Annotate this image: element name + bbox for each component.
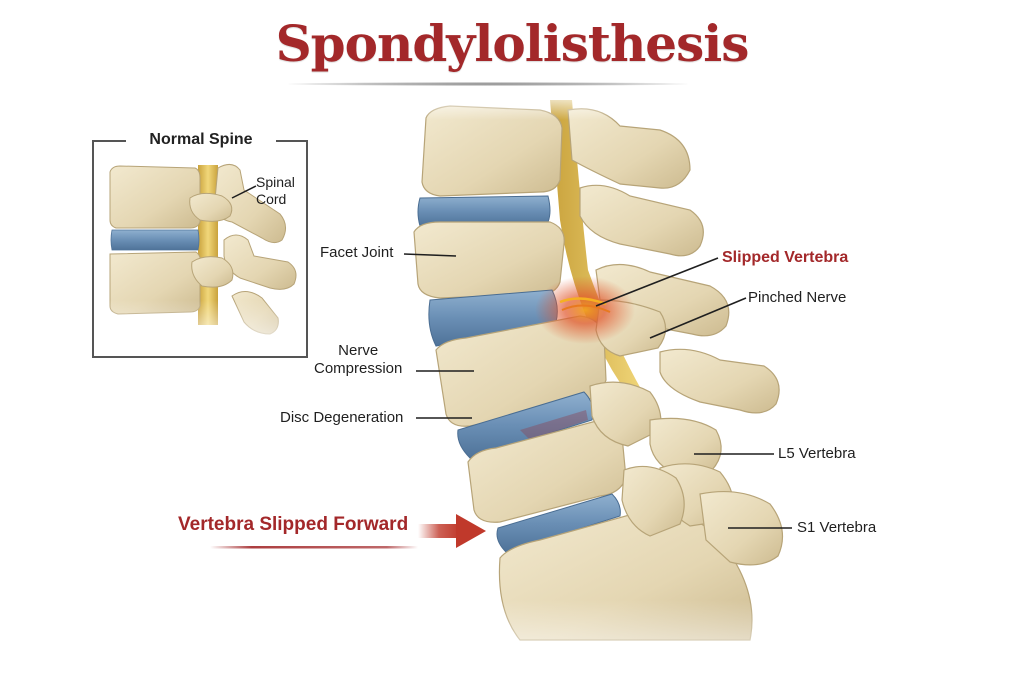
l5-vertebra-label: L5 Vertebra xyxy=(778,445,856,462)
normal-spine-inset-illustration xyxy=(94,164,306,356)
pinched-nerve-label: Pinched Nerve xyxy=(748,289,847,306)
inset-title-text: Normal Spine xyxy=(149,131,253,148)
main-spine-illustration xyxy=(400,90,800,683)
spinal-cord-leader-line xyxy=(231,185,257,199)
slipped-vertebra-leader-line xyxy=(595,257,719,307)
spinal-cord-label-line2: Cord xyxy=(256,191,287,207)
facet-joint-label: Facet Joint xyxy=(320,244,394,261)
title-underline-divider xyxy=(288,82,688,86)
inset-title: Normal Spine xyxy=(126,128,276,152)
disc-degeneration-label: Disc Degeneration xyxy=(280,409,404,426)
spinal-cord-label-line1: Spinal xyxy=(256,174,295,190)
nerve-compression-label-line1: Nerve xyxy=(338,342,379,359)
right-arrow-icon xyxy=(418,514,486,548)
nerve-compression-label-line2: Compression xyxy=(314,360,403,377)
nerve-compression-label: Nerve Compression xyxy=(314,342,402,378)
slipped-vertebra-label: Slipped Vertebra xyxy=(722,249,849,266)
s1-vertebra-label: S1 Vertebra xyxy=(797,519,877,536)
pinched-nerve-leader-line xyxy=(649,297,747,339)
facet-joint-leader-line xyxy=(403,253,457,257)
spinal-cord-label: Spinal Cord xyxy=(256,174,295,208)
forward-label-underline xyxy=(210,546,418,549)
page-title: Spondylolisthesis xyxy=(275,14,750,73)
normal-spine-inset-frame xyxy=(92,140,308,358)
vertebra-slipped-forward-label: Vertebra Slipped Forward xyxy=(178,514,409,535)
